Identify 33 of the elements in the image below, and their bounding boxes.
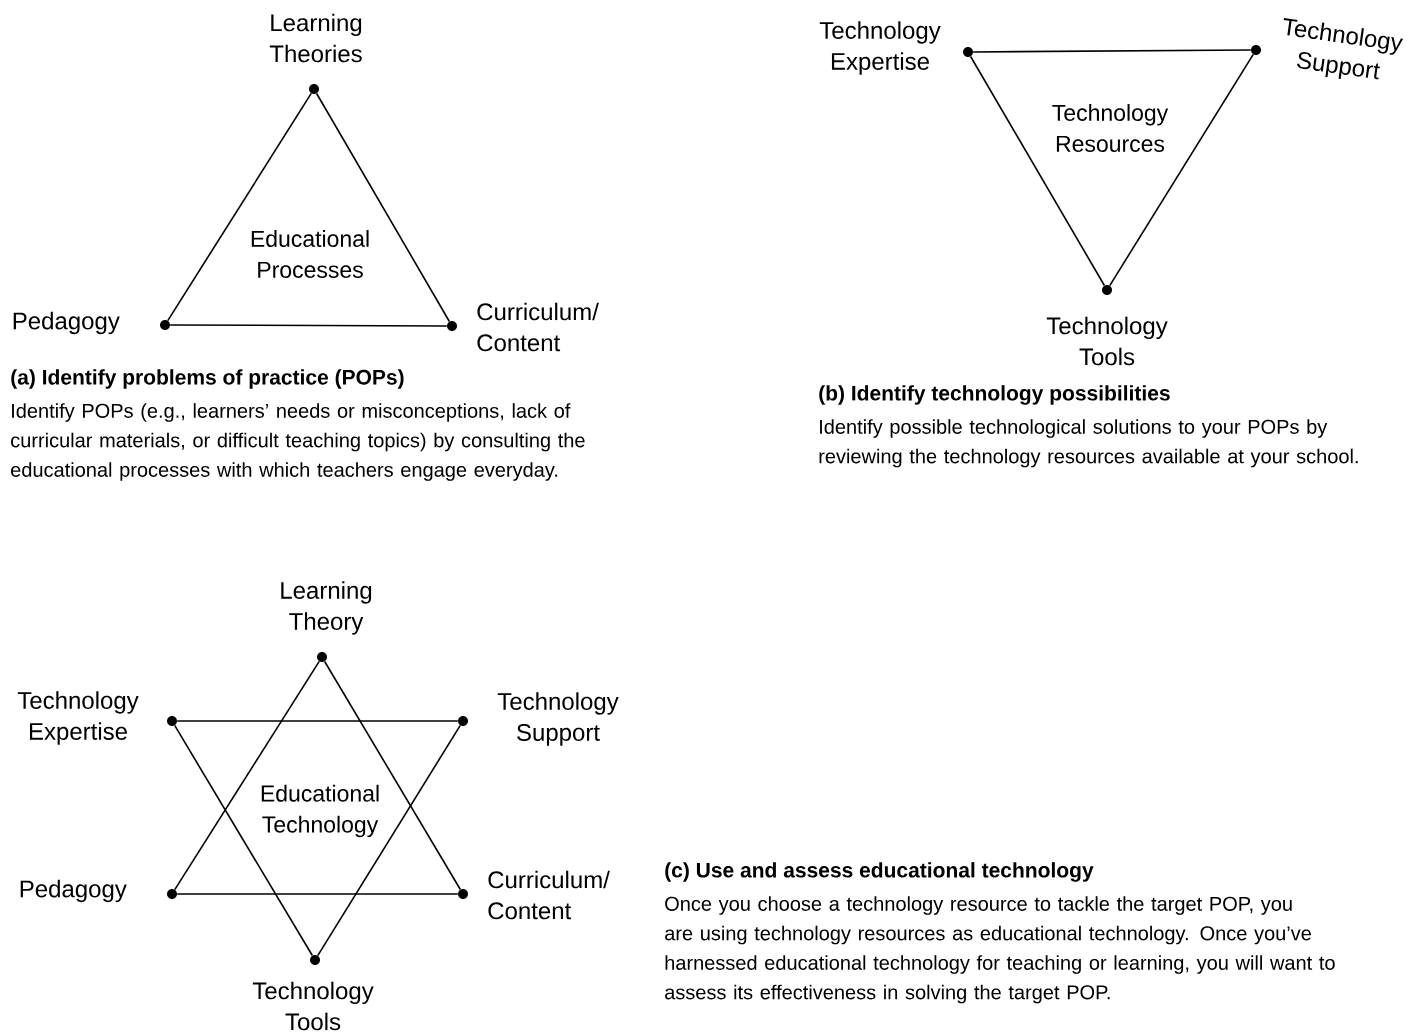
connecting-line — [315, 92, 451, 323]
center-label: Educational Processes — [251, 230, 369, 278]
vertex-label: Curriculum/ Content — [488, 870, 610, 920]
vertex-label: Technology Support — [497, 692, 619, 746]
connecting-line — [316, 724, 462, 957]
connecting-line — [323, 660, 462, 891]
panel-heading: (b) Identify technology possibilities — [819, 385, 1170, 405]
vertex-label: Technology Support — [1283, 18, 1404, 80]
connecting-line — [176, 893, 459, 895]
vertex-label: Technology Expertise — [17, 691, 139, 745]
connecting-line — [174, 660, 321, 891]
vertex-label: Learning Theories — [269, 13, 362, 63]
panel-description: Identify possible technological solutions to your POPs by reviewing the technology resources available at your school. — [819, 419, 1358, 468]
vertex-label: Learning Theory — [281, 581, 372, 635]
connecting-line — [167, 92, 313, 322]
vertex-label: Technology Tools — [1046, 316, 1168, 366]
connecting-line — [176, 720, 459, 722]
vertex-label: Curriculum/ Content — [477, 302, 599, 352]
panel-description: Once you choose a technology resource to tackle the target POP, you are using technology resources as educational technology. Once you’ve harnessed educational technology for teaching or learning, you will want to assess its effectiveness in solving the target POP. — [665, 896, 1335, 1004]
connecting-line — [1108, 53, 1255, 287]
panel-heading: (a) Identify problems of practice (POPs) — [11, 369, 404, 389]
connecting-line — [969, 55, 1106, 287]
vertex-label: Pedagogy — [20, 879, 127, 903]
panel-description: Identify POPs (e.g., learners’ needs or misconceptions, lack of curricular materials, or difficult teaching topics) by consulting the educational processes with which teachers engage everyday. — [11, 403, 585, 481]
vertex-label: Technology Tools — [252, 981, 374, 1031]
center-label: Technology Resources — [1052, 104, 1169, 152]
connecting-line — [972, 49, 1252, 53]
vertex-label: Pedagogy — [13, 311, 120, 335]
panel-heading: (c) Use and assess educational technology — [665, 862, 1094, 882]
connecting-line — [173, 724, 314, 957]
connecting-line — [169, 324, 448, 327]
vertex-label: Technology Expertise — [819, 21, 941, 75]
center-label: Educational Technology — [261, 784, 379, 838]
